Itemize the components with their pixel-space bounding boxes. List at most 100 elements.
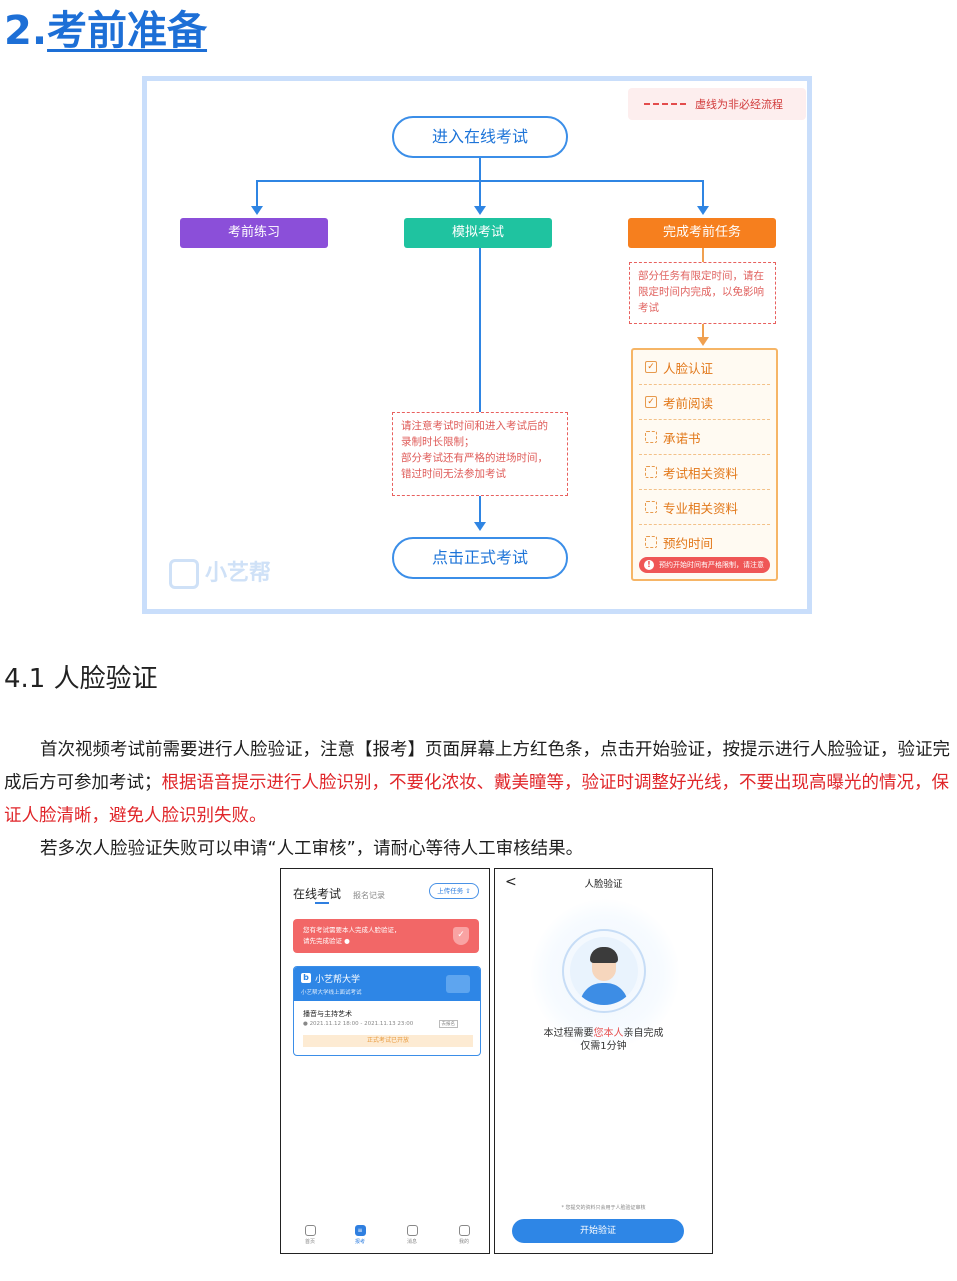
connector: [702, 248, 704, 262]
exam-status-bar[interactable]: 正式考试已开放: [303, 1035, 473, 1047]
task-label: 承诺书: [663, 431, 701, 446]
note-line: 错过时间无法参加考试: [401, 468, 506, 480]
node-practice: 考前练习: [180, 218, 328, 248]
paragraph-manual-review: 若多次人脸验证失败可以申请“人工审核”，请耐心等待人工审核结果。: [40, 839, 584, 859]
exam-icon: ≡: [354, 1225, 366, 1236]
alert-text: 您有考试需要本人完成人脸验证，: [303, 926, 401, 934]
start-node: 进入在线考试: [392, 116, 568, 158]
section-heading: 2.考前准备: [4, 6, 207, 56]
divider: [639, 454, 770, 455]
home-icon: [304, 1225, 316, 1236]
upload-label: 上传任务: [437, 887, 464, 895]
arrow-head: [697, 206, 709, 215]
nav-profile[interactable]: 我的: [449, 1225, 479, 1245]
task-checklist: ✓ 人脸认证 ✓ 考前阅读 承诺书 考试相关资料 专业相关资料 预约时间 ! 预约开始…: [631, 348, 778, 581]
back-button[interactable]: <: [505, 874, 517, 890]
task-label: 预约时间: [663, 536, 714, 551]
connector: [256, 180, 258, 206]
note-line: 请注意考试时间和进入考试后的: [401, 420, 548, 432]
tab-registration-record[interactable]: 报名记录: [353, 891, 386, 900]
watermark-text: 小艺帮: [205, 561, 272, 586]
verify-instruction: 本过程需要您本人亲自完成 仅需1分钟: [543, 1028, 664, 1052]
checkbox-checked-icon: ✓: [645, 361, 657, 373]
node-pre-exam-tasks: 完成考前任务: [628, 218, 776, 248]
watermark-logo: 小艺帮: [169, 555, 271, 589]
connector: [702, 324, 704, 338]
checkbox-empty-icon: [645, 466, 657, 478]
task-row: ✓ 考前阅读: [633, 385, 776, 419]
task-row: 专业相关资料: [633, 490, 776, 524]
divider: [639, 419, 770, 420]
note-line: 录制时长限制；: [401, 436, 475, 448]
end-node: 点击正式考试: [392, 537, 568, 579]
paragraph-warning-text: 根据语音提示进行人脸识别，不要化浓妆、戴美瞳等，验证时调整好光线，不要出现高曝光…: [4, 773, 949, 826]
arrow-head: [474, 206, 486, 215]
bottom-nav: 首页 ≡报考 消息 我的: [281, 1225, 489, 1249]
tab-bar: 在线考试 报名记录: [293, 885, 386, 904]
alert-icon: !: [644, 560, 654, 570]
page-title: 人脸验证: [584, 879, 623, 890]
task-label: 人脸认证: [663, 361, 714, 376]
user-icon: [458, 1225, 470, 1236]
task-row: ✓ 人脸认证: [633, 350, 776, 384]
privacy-note: * 您提交的资料只会用于人脸验证审核: [561, 1205, 646, 1211]
connector: [479, 248, 481, 412]
arrow-head: [474, 522, 486, 531]
divider: [639, 489, 770, 490]
legend-text: 虚线为非必经流程: [695, 98, 783, 111]
task-row: 预约时间: [633, 525, 776, 559]
dashed-line-sample: [644, 103, 686, 105]
school-logo-icon: b: [301, 973, 311, 983]
checkbox-checked-icon: ✓: [645, 396, 657, 408]
connector: [479, 158, 481, 206]
nav-messages[interactable]: 消息: [397, 1225, 427, 1245]
node-mock-exam: 模拟考试: [404, 218, 552, 248]
arrow-head: [251, 206, 263, 215]
flowchart: 虚线为非必经流程 进入在线考试 考前练习 模拟考试 完成考前任务 部分任务有限定…: [142, 76, 812, 614]
task-label: 考前阅读: [663, 396, 714, 411]
tab-online-exam[interactable]: 在线考试: [293, 887, 342, 901]
paragraph-text: 首次视频考试前需要进行人脸验证，注意【报考】页面屏幕上方红色条，点击开始验证，按…: [4, 740, 950, 793]
connector: [702, 180, 704, 206]
exam-card-header: b 小艺帮大学 小艺帮大学线上面试考试: [294, 967, 480, 1001]
school-name: 小艺帮大学: [315, 975, 361, 985]
phone-screenshot-exam-list: 在线考试 报名记录 上传任务 ⇪ 您有考试需要本人完成人脸验证， 请先完成验证 ●…: [280, 868, 490, 1254]
task-warning-bar: ! 预约开始时间有严格限制，请注意: [639, 557, 770, 573]
task-label: 专业相关资料: [663, 501, 739, 516]
task-row: 考试相关资料: [633, 455, 776, 489]
heading-number: 2.: [4, 8, 48, 54]
tab-indicator: [315, 902, 329, 904]
task-warning-text: 预约开始时间有严格限制，请注意: [659, 561, 764, 569]
subsection-title: 4.1 人脸验证: [4, 664, 158, 694]
checkbox-empty-icon: [645, 501, 657, 513]
paragraph-face-verification: 首次视频考试前需要进行人脸验证，注意【报考】页面屏幕上方红色条，点击开始验证，按…: [4, 734, 954, 833]
face-avatar-icon: [570, 937, 638, 1005]
exam-card[interactable]: b 小艺帮大学 小艺帮大学线上面试考试 播音与主持艺术 ● 2021.11.12…: [293, 966, 481, 1056]
upload-task-button[interactable]: 上传任务 ⇪: [429, 883, 479, 899]
checkbox-empty-icon: [645, 536, 657, 548]
alert-text: 请先完成验证 ●: [303, 937, 350, 945]
task-time-note: 部分任务有限定时间，请在限定时间内完成，以免影响考试: [629, 262, 776, 324]
face-scan-ring: [562, 929, 646, 1013]
divider: [639, 524, 770, 525]
exam-time: ● 2021.11.12 18:00 - 2021.11.13 23:00: [303, 1021, 414, 1027]
arrow-head: [697, 337, 709, 346]
phone-screenshot-face-verify: < 人脸验证 本过程需要您本人亲自完成 仅需1分钟 * 您提交的资料只会用于人脸…: [494, 868, 713, 1254]
nav-home[interactable]: 首页: [295, 1225, 325, 1245]
task-label: 考试相关资料: [663, 466, 739, 481]
flowchart-legend: 虚线为非必经流程: [628, 88, 806, 120]
divider: [639, 384, 770, 385]
school-subtitle: 小艺帮大学线上面试考试: [301, 990, 362, 996]
note-line: 部分考试还有严格的进场时间，: [401, 452, 548, 464]
face-verify-alert[interactable]: 您有考试需要本人完成人脸验证， 请先完成验证 ● ✓: [293, 919, 479, 953]
task-row: 承诺书: [633, 420, 776, 454]
shield-icon: ✓: [453, 927, 469, 945]
nav-apply[interactable]: ≡报考: [354, 1225, 366, 1245]
exam-name: 播音与主持艺术: [303, 1010, 352, 1018]
connector: [479, 496, 481, 523]
message-icon: [406, 1225, 418, 1236]
start-verify-button[interactable]: 开始验证: [512, 1219, 684, 1243]
exam-tag[interactable]: 去报名: [438, 1020, 458, 1028]
brand-logo-icon: [169, 559, 199, 589]
video-icon: [446, 975, 470, 993]
